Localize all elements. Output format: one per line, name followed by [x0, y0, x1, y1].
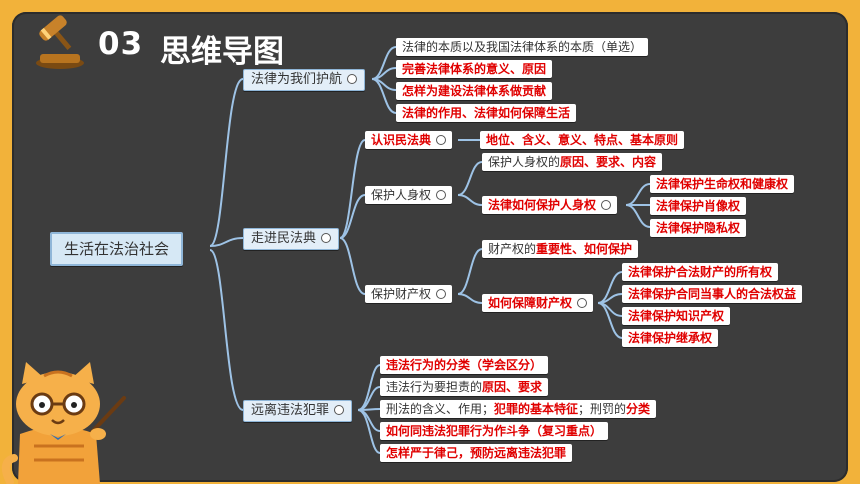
property-rights-item: 法律保护合法财产的所有权	[622, 263, 779, 281]
gavel-icon	[36, 15, 84, 69]
personal-rights-item: 法律保护生命权和健康权	[650, 175, 795, 193]
plain-text: 财产权的	[488, 242, 537, 256]
emphasis-text: 如何同违法犯罪行为作斗争（复习重点）	[386, 424, 603, 438]
personal-rights: 保护人身权	[365, 186, 453, 204]
property-rights-item: 法律保护知识产权	[622, 307, 731, 325]
collapse-dot-icon[interactable]	[436, 134, 447, 145]
b1-item-2: 完善法律体系的意义、原因	[396, 60, 553, 78]
plain-text: ；刑罚的	[578, 402, 627, 416]
emphasis-text: 分类	[626, 402, 651, 416]
emphasis-text: 违法行为的分类（学会区分）	[386, 358, 543, 372]
personal-rights-how: 法律如何保护人身权	[482, 196, 618, 214]
plain-text: 保护人身权的	[488, 155, 561, 169]
branch-law-protection: 法律为我们护航	[243, 69, 366, 91]
emphasis-text: 犯罪的基本特征	[494, 402, 579, 416]
property-rights: 保护财产权	[365, 285, 453, 303]
emphasis-text: 怎样严于律己，预防远离违法犯罪	[386, 446, 567, 460]
b1-item-4: 法律的作用、法律如何保障生活	[396, 104, 577, 122]
collapse-dot-icon[interactable]	[577, 297, 588, 308]
personal-rights-reason: 保护人身权的原因、要求、内容	[482, 153, 663, 171]
page-title: 思维导图	[160, 34, 284, 70]
b3-item-5: 怎样严于律己，预防远离违法犯罪	[380, 444, 573, 462]
property-rights-item: 法律保护继承权	[622, 329, 719, 347]
branch-avoid-crime: 远离违法犯罪	[243, 400, 353, 422]
collapse-dot-icon[interactable]	[347, 73, 358, 84]
b1-item-1: 法律的本质以及我国法律体系的本质（单选）	[396, 38, 649, 56]
branch-civil-code: 走进民法典	[243, 228, 340, 250]
plain-text: 刑法的含义、作用；	[386, 402, 495, 416]
b3-item-2: 违法行为要担责的原因、要求	[380, 378, 549, 396]
civil-code-intro: 认识民法典	[365, 131, 453, 149]
emphasis-text: 原因、要求、内容	[560, 155, 657, 169]
emphasis-text: 原因、要求	[482, 380, 543, 394]
personal-rights-item: 法律保护肖像权	[650, 197, 747, 215]
collapse-dot-icon[interactable]	[601, 199, 612, 210]
collapse-dot-icon[interactable]	[334, 404, 345, 415]
b3-item-3: 刑法的含义、作用；犯罪的基本特征；刑罚的分类	[380, 400, 657, 418]
emphasis-text: 法律的作用、法律如何保障生活	[402, 106, 571, 120]
cat-teacher-illustration	[1, 362, 126, 484]
b3-item-4: 如何同违法犯罪行为作斗争（复习重点）	[380, 422, 609, 440]
property-rights-how: 如何保障财产权	[482, 294, 594, 312]
emphasis-text: 完善法律体系的意义、原因	[402, 62, 547, 76]
emphasis-text: 怎样为建设法律体系做贡献	[402, 84, 547, 98]
property-rights-item: 法律保护合同当事人的合法权益	[622, 285, 803, 303]
collapse-dot-icon[interactable]	[321, 232, 332, 243]
collapse-dot-icon[interactable]	[436, 189, 447, 200]
collapse-dot-icon[interactable]	[436, 288, 447, 299]
b1-item-3: 怎样为建设法律体系做贡献	[396, 82, 553, 100]
property-rights-reason: 财产权的重要性、如何保护	[482, 240, 639, 258]
personal-rights-item: 法律保护隐私权	[650, 219, 747, 237]
plain-text: 违法行为要担责的	[386, 380, 483, 394]
plain-text: 法律的本质以及我国法律体系的本质（单选）	[402, 40, 643, 54]
section-number: 03	[98, 26, 144, 62]
emphasis-text: 重要性、如何保护	[536, 242, 633, 256]
mindmap-root: 生活在法治社会	[50, 232, 184, 266]
b3-item-1: 违法行为的分类（学会区分）	[380, 356, 549, 374]
civil-code-detail: 地位、含义、意义、特点、基本原则	[480, 131, 685, 149]
